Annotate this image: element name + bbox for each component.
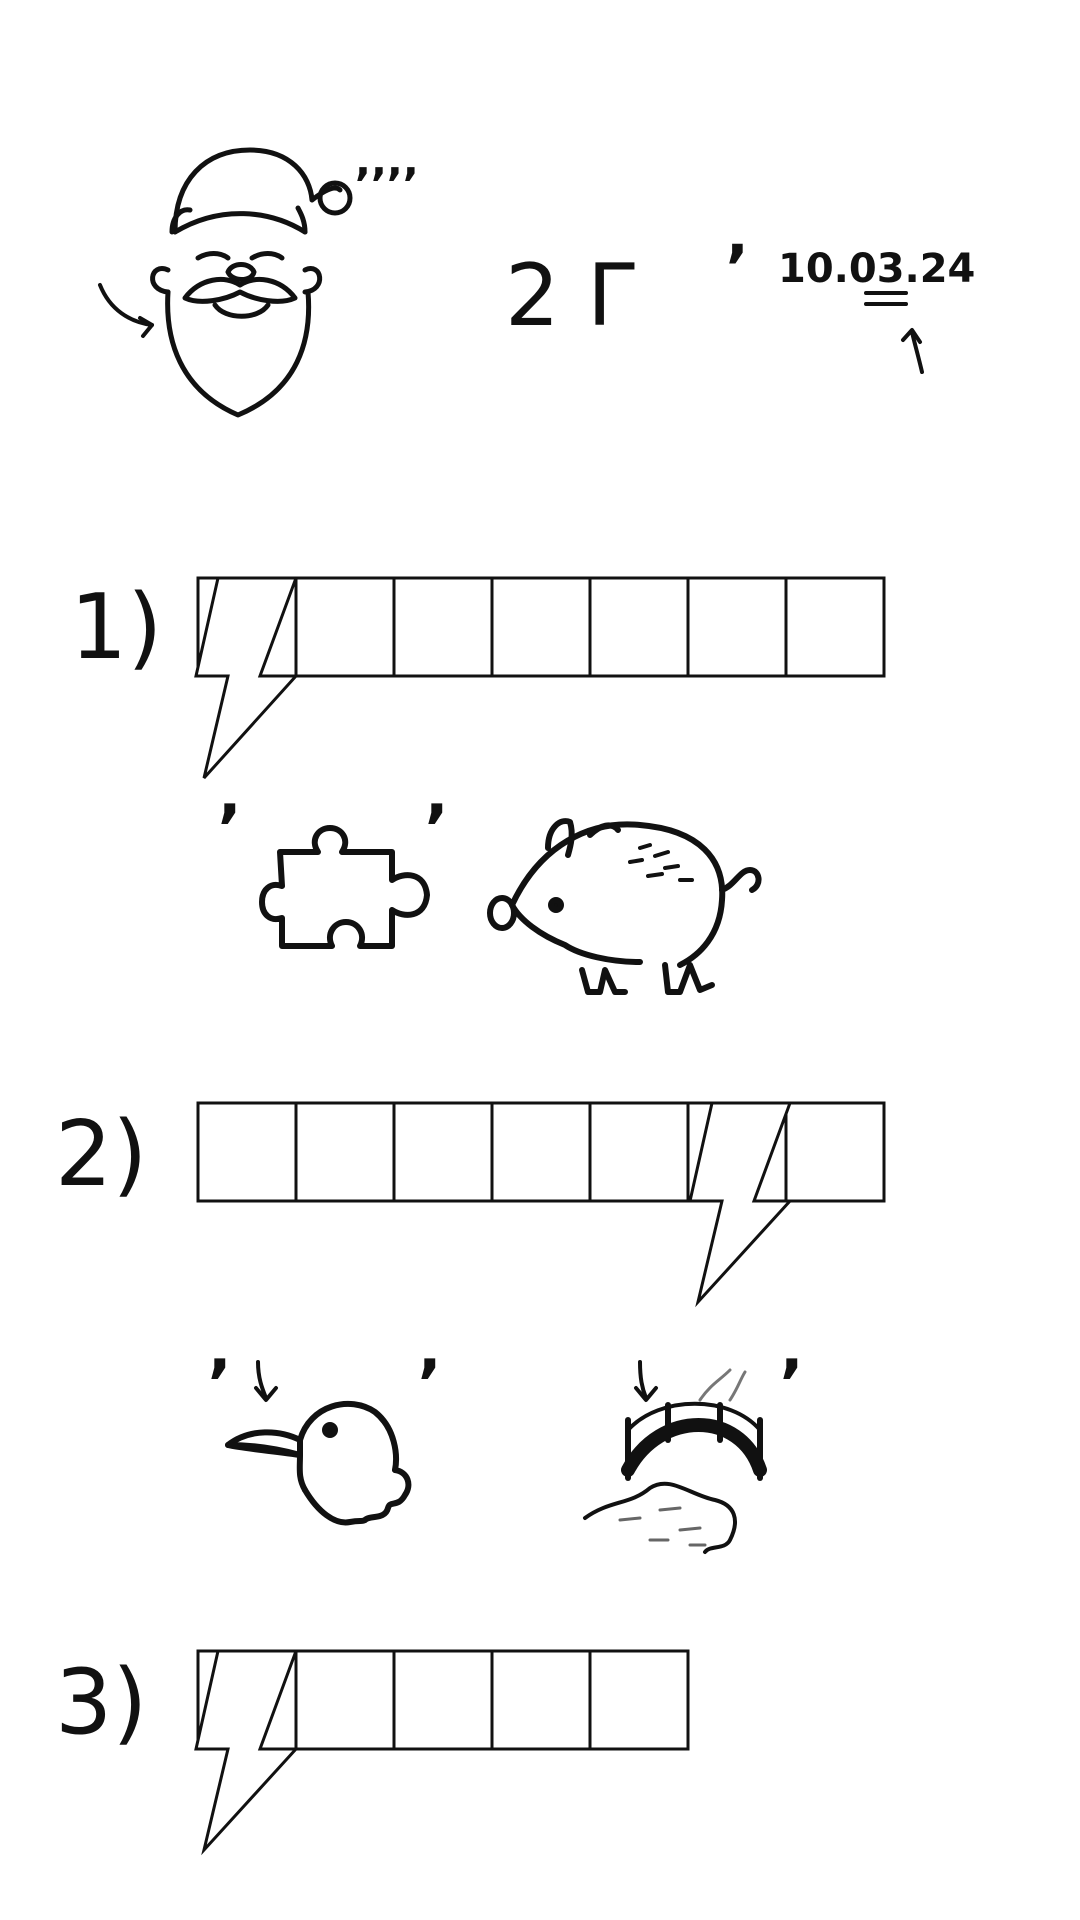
- row-1-hint-commas: , ,: [218, 757, 449, 830]
- row-3-answer-grid: [194, 1649, 690, 1856]
- row-3-cell-4[interactable]: [490, 1649, 592, 1751]
- row-2-label: 2): [55, 1102, 147, 1207]
- svg-text:,: ,: [780, 1312, 804, 1385]
- santa-commas: ,,,,: [355, 136, 419, 185]
- row-3-cell-2[interactable]: [294, 1649, 396, 1751]
- syllable-clue: 2 Г: [505, 246, 640, 346]
- crow-head-icon: [225, 1360, 412, 1526]
- row-1-cell-5[interactable]: [588, 576, 690, 678]
- row-2-answer-grid: [196, 1101, 886, 1308]
- boar-icon: [487, 818, 762, 995]
- date-clue: 10.03.24: [778, 246, 975, 292]
- row-3-cell-3[interactable]: [392, 1649, 494, 1751]
- bridge-icon: [583, 1360, 767, 1554]
- row-2-cell-4[interactable]: [490, 1101, 592, 1203]
- row-1-cell-6[interactable]: [686, 576, 788, 678]
- svg-text:,: ,: [425, 757, 449, 830]
- row-2-cell-7[interactable]: [784, 1101, 886, 1203]
- row-1-answer-grid: [194, 576, 886, 780]
- row-3-cell-5[interactable]: [588, 1649, 690, 1751]
- svg-text:,: ,: [208, 1312, 232, 1385]
- row-2-lightning-icon: [688, 1101, 794, 1308]
- date-comma: ,: [726, 200, 749, 270]
- svg-text:,: ,: [218, 757, 242, 830]
- row-2-cell-5[interactable]: [588, 1101, 690, 1203]
- row-1-cell-3[interactable]: [392, 576, 494, 678]
- row-1-cell-4[interactable]: [490, 576, 592, 678]
- row-1-label: 1): [70, 575, 162, 680]
- row-3-label: 3): [55, 1650, 147, 1755]
- svg-text:,: ,: [418, 1312, 442, 1385]
- row-1-cell-7[interactable]: [784, 576, 886, 678]
- row-3-lightning-icon: [194, 1649, 300, 1856]
- row-2-cell-3[interactable]: [392, 1101, 494, 1203]
- row-2-cell-1[interactable]: [196, 1101, 298, 1203]
- row-2-cell-2[interactable]: [294, 1101, 396, 1203]
- row-1-lightning-icon: [194, 576, 300, 780]
- row-1-cell-2[interactable]: [294, 576, 396, 678]
- puzzle-piece-icon: [259, 825, 430, 949]
- santa-face-icon: [98, 147, 353, 418]
- date-underline-marks: [864, 291, 924, 374]
- row-2-hint-commas: , , ,: [208, 1312, 804, 1385]
